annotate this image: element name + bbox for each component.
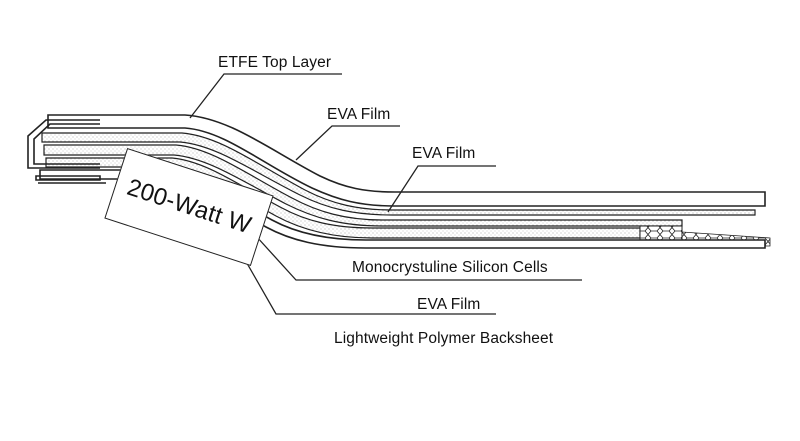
label-polymer-backsheet: Lightweight Polymer Backsheet [334, 330, 554, 347]
leader-eva-3 [235, 243, 496, 315]
eva-film-layer-2 [43, 144, 683, 227]
eva-film-layer-1 [41, 132, 756, 216]
label-eva-film-1: EVA Film [327, 106, 391, 123]
leader-lines [189, 73, 582, 315]
etfe-top-layer [47, 114, 766, 207]
leader-eva-1 [295, 125, 400, 161]
label-eva-film-2: EVA Film [412, 145, 476, 162]
label-eva-film-3: EVA Film [417, 296, 481, 313]
leader-eva-2 [387, 165, 496, 213]
label-etfe-top-layer: ETFE Top Layer [218, 54, 332, 71]
brand-wattage-text: 200-Watt W [123, 173, 255, 240]
label-monocrystalline-cells: Monocrystuline Silicon Cells [352, 259, 548, 276]
edge-frame-bracket [27, 119, 106, 184]
leader-etfe [189, 73, 342, 119]
leader-mono [255, 235, 582, 281]
